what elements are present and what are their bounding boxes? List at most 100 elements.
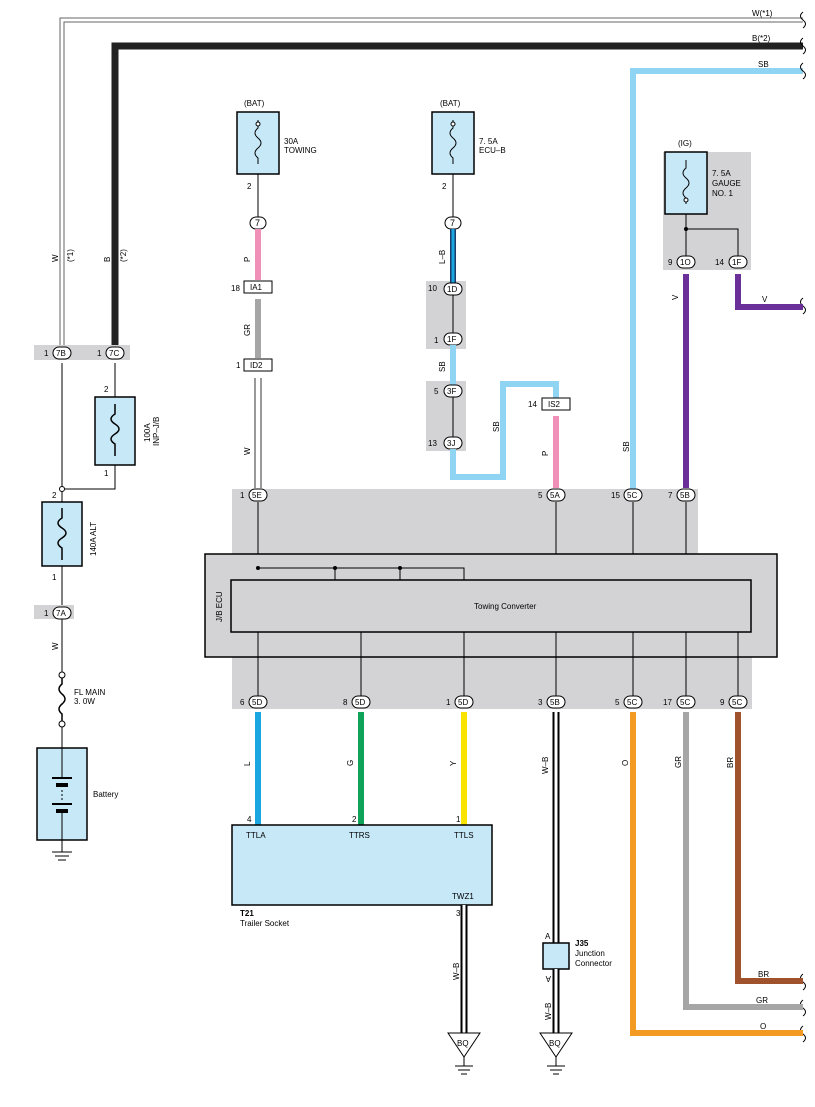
fuse-symbol — [110, 404, 120, 456]
fusible-link — [58, 678, 66, 722]
connector-id2 — [243, 358, 273, 372]
label-b2-note: (*2) — [119, 249, 128, 262]
junction-connector: A J35 Junction Connector A W–B — [542, 932, 612, 1033]
socket-ground-name: TWZ1 — [452, 892, 474, 901]
label-o-bottom: O — [621, 760, 630, 766]
ecub-rating: 7. 5A — [479, 137, 498, 146]
svg-text:A: A — [545, 932, 551, 941]
break-mark — [800, 11, 806, 29]
wire-gr — [683, 712, 803, 1010]
towing-source: (BAT) — [244, 99, 265, 108]
svg-text:1: 1 — [456, 815, 461, 824]
label-p-is2: P — [541, 451, 550, 456]
towing-rating: 30A — [284, 137, 299, 146]
svg-text:5C: 5C — [680, 698, 690, 707]
svg-text:5: 5 — [538, 491, 543, 500]
wire-br — [735, 712, 803, 984]
svg-text:13: 13 — [428, 439, 437, 448]
svg-text:5B: 5B — [680, 491, 690, 500]
fuse-symbol — [449, 120, 457, 164]
ecub-source: (BAT) — [440, 99, 461, 108]
svg-text:3: 3 — [538, 698, 543, 707]
connector-1o — [676, 255, 696, 269]
svg-text:5E: 5E — [252, 491, 262, 500]
wire-b2 — [111, 42, 803, 345]
label-o-edge: O — [760, 1022, 766, 1031]
jc-id: J35 — [575, 939, 589, 948]
battery-label: Battery — [93, 790, 118, 799]
gauge-name1: GAUGE — [712, 179, 741, 188]
socket-body — [231, 824, 493, 906]
break-mark — [800, 37, 806, 55]
label-w1-edge: W(*1) — [752, 9, 773, 18]
svg-text:14: 14 — [715, 258, 724, 267]
wire-sb-long — [630, 68, 803, 489]
label-wb-bottom: W–B — [541, 757, 550, 774]
svg-text:1: 1 — [240, 491, 245, 500]
ecu-top-pins: 1 5E 5 5A 15 5C 7 5B — [240, 488, 696, 580]
wire-sb-loop — [450, 381, 559, 480]
svg-text:BQ: BQ — [457, 1039, 469, 1048]
svg-text:1D: 1D — [447, 285, 457, 294]
ground-symbol — [52, 851, 72, 861]
jb-ecu: J/B ECU Towing Converter — [204, 553, 778, 696]
svg-text:8: 8 — [343, 698, 348, 707]
ecu-bottom-pin-7: 9 5C — [720, 695, 748, 709]
label-w-left: W — [51, 254, 60, 262]
towing-converter-label: Towing Converter — [474, 602, 537, 611]
label-w1-note: (*1) — [66, 249, 75, 262]
svg-text:ID2: ID2 — [250, 361, 263, 370]
socket-pin-ttrs: TTRS — [349, 831, 370, 840]
label-y-bottom: Y — [449, 760, 458, 766]
ecu-bottom-pin-2: 8 5D — [343, 695, 371, 709]
wire-v-out — [735, 274, 803, 310]
towing-branch: (BAT) 30A TOWING 2 7 P 18 IA1 GR 1 ID2 W — [231, 99, 317, 488]
svg-text:1: 1 — [434, 336, 439, 345]
inp-jb-name: INP–J/B — [152, 417, 161, 446]
svg-text:7A: 7A — [56, 609, 66, 618]
svg-text:5D: 5D — [355, 698, 365, 707]
svg-text:18: 18 — [231, 284, 240, 293]
socket-name: Trailer Socket — [240, 919, 290, 928]
svg-text:1O: 1O — [680, 258, 691, 267]
break-marks — [800, 11, 806, 1043]
svg-text:5C: 5C — [732, 698, 742, 707]
jc-body — [542, 942, 570, 970]
svg-text:6: 6 — [240, 698, 245, 707]
jb-bottom-shade — [232, 657, 752, 709]
svg-text:5C: 5C — [627, 491, 637, 500]
svg-text:15: 15 — [611, 491, 620, 500]
gauge-source: (IG) — [678, 139, 692, 148]
connector-ia1 — [243, 280, 273, 294]
label-p-top: P — [243, 257, 252, 262]
svg-text:A: A — [545, 974, 551, 983]
label-wb-jc: W–B — [544, 1003, 553, 1020]
ecub-pin: 2 — [442, 182, 447, 191]
svg-text:3: 3 — [456, 909, 461, 918]
label-w-bottom: W — [51, 642, 60, 650]
svg-text:5C: 5C — [627, 698, 637, 707]
fuse-symbol — [57, 508, 67, 560]
inp-jb-rating: 100A — [143, 423, 152, 442]
svg-text:3J: 3J — [447, 439, 455, 448]
ecu-top-pin-3: 15 5C — [611, 488, 643, 502]
towing-pin: 2 — [247, 182, 252, 191]
svg-text:1: 1 — [104, 469, 109, 478]
label-wb-socket: W–B — [452, 963, 461, 980]
jc-line1: Junction — [575, 949, 605, 958]
ecu-bottom-pin-1: 6 5D — [240, 695, 268, 709]
label-gr-bottom: GR — [674, 756, 683, 768]
jb-ecu-label: J/B ECU — [215, 591, 224, 622]
trailer-socket: 4 2 1 TTLA TTRS TTLS TWZ1 T21 Trailer So… — [231, 815, 493, 1033]
svg-text:1: 1 — [446, 698, 451, 707]
label-sb-right: SB — [622, 441, 631, 452]
svg-text:3F: 3F — [447, 387, 456, 396]
svg-text:1: 1 — [52, 573, 57, 582]
fuse-symbol — [682, 160, 690, 204]
ecub-branch: (BAT) 7. 5A ECU–B 2 7 L–B 10 1D 1 1F SB … — [428, 99, 571, 488]
svg-text:7: 7 — [668, 491, 673, 500]
fuse-symbol — [254, 120, 262, 164]
label-br-bottom: BR — [726, 757, 735, 768]
ground-bq-right — [539, 1032, 573, 1058]
